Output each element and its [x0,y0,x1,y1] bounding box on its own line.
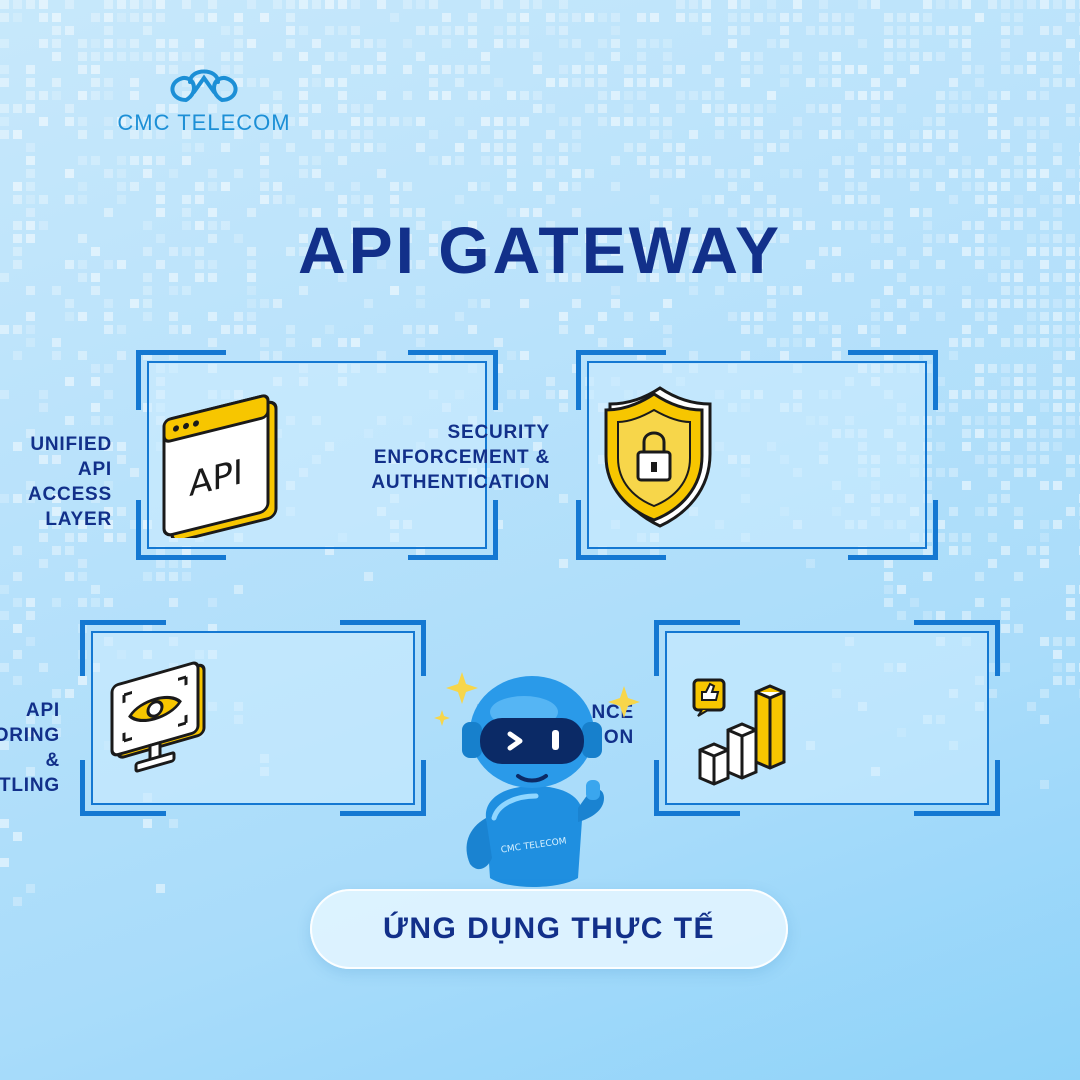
growth-chart-icon [692,678,786,786]
monitor-eye-icon [110,661,206,773]
feature-card-label: SECURITY ENFORCEMENT & AUTHENTICATION [371,422,550,493]
shield-lock-icon [604,386,712,528]
robot-mascot: CMC TELECOM [434,672,640,887]
brand-logo: CMC TELECOM [112,62,296,136]
feature-card-label: API MONITORING & THROTTLING [0,700,60,796]
card-frame [654,620,1000,816]
sparkle-icon [434,672,640,726]
brand-name: CMC TELECOM [117,110,291,135]
page-title: API GATEWAY [297,213,783,287]
cloud-logo-icon [170,69,238,102]
cta-button[interactable]: ỨNG DỤNG THỰC TẾ [310,889,788,969]
api-window-icon: API [162,394,278,538]
feature-card-label: UNIFIED API ACCESS LAYER [28,434,112,530]
